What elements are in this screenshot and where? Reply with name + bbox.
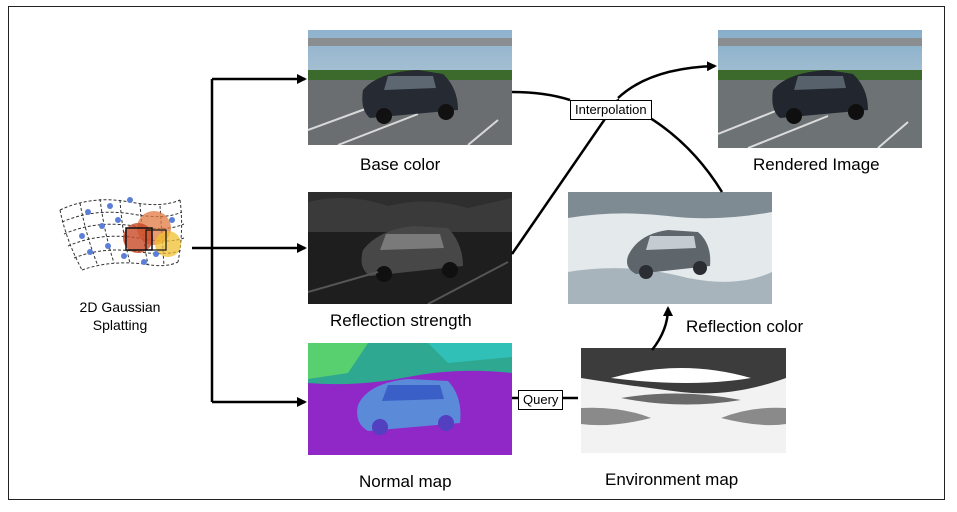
rendered-image-label: Rendered Image — [753, 155, 880, 174]
gaussian-label-line1: 2D Gaussian — [79, 299, 161, 315]
environment-map-image — [581, 348, 786, 453]
reflection-strength-image — [308, 192, 512, 304]
environment-map-label: Environment map — [605, 470, 739, 489]
query-tag: Query — [518, 390, 564, 410]
normal-map-image — [308, 343, 512, 455]
normal-map-label: Normal map — [359, 472, 452, 491]
base-color-label: Base color — [360, 155, 441, 174]
base-color-image — [308, 30, 512, 145]
gaussian-splatting-icon — [59, 197, 185, 271]
reflection-color-label: Reflection color — [686, 317, 804, 336]
interpolation-tag: Interpolation — [570, 100, 652, 120]
reflection-strength-label: Reflection strength — [330, 311, 472, 330]
reflection-color-image — [568, 192, 772, 304]
gaussian-label-line2: Splatting — [92, 317, 148, 333]
rendered-image — [718, 30, 922, 148]
gaussian-splatting-label: 2D Gaussian Splatting — [70, 298, 170, 334]
